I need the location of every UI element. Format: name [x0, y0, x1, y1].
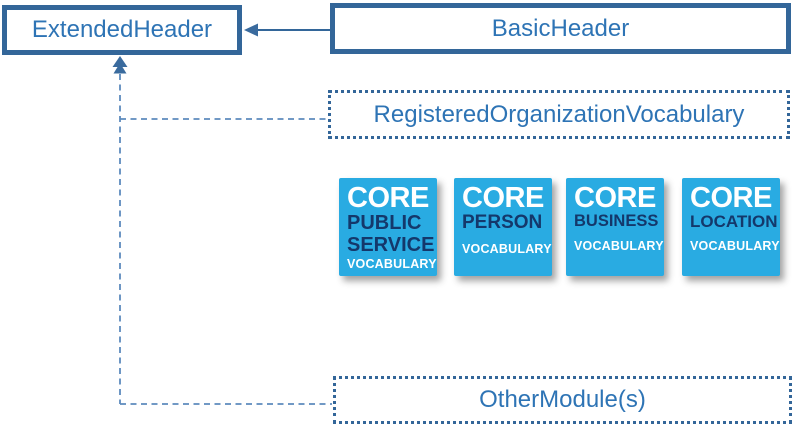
badge-footer: VOCABULARY	[462, 241, 552, 256]
node-basic-header: BasicHeader	[330, 3, 791, 54]
badge-core-public-service-vocabulary: CORE PUBLIC SERVICE VOCABULARY	[339, 178, 437, 276]
badge-footer: VOCABULARY	[347, 257, 437, 272]
badge-core-business-vocabulary: CORE BUSINESS VOCABULARY	[566, 178, 664, 276]
badge-core-location-vocabulary: CORE LOCATION VOCABULARY	[682, 178, 780, 276]
badge-line: BUSINESS	[574, 212, 659, 230]
badge-line: PERSON	[462, 212, 543, 233]
node-other-module: OtherModule(s)	[333, 376, 792, 424]
badge-title: CORE	[347, 182, 429, 214]
badge-footer: VOCABULARY	[690, 239, 780, 254]
badge-title: CORE	[462, 182, 544, 214]
badge-core-person-vocabulary: CORE PERSON VOCABULARY	[454, 178, 552, 276]
badge-footer: VOCABULARY	[574, 238, 664, 253]
node-basic-header-label: BasicHeader	[491, 14, 630, 42]
node-extended-header: ExtendedHeader	[2, 5, 242, 55]
badge-line: SERVICE	[347, 233, 435, 256]
node-registered-organization-vocabulary: RegisteredOrganizationVocabulary	[328, 90, 790, 139]
node-extended-header-label: ExtendedHeader	[31, 16, 213, 43]
badge-line: LOCATION	[690, 212, 778, 231]
arrow-basic-to-extended	[244, 23, 330, 37]
badge-title: CORE	[574, 182, 656, 214]
node-registered-organization-vocabulary-label: RegisteredOrganizationVocabulary	[373, 100, 745, 128]
badge-title: CORE	[690, 182, 772, 214]
dashed-trunk-line	[112, 56, 128, 404]
badge-line: PUBLIC	[347, 212, 422, 234]
node-other-module-label: OtherModule(s)	[479, 386, 646, 413]
